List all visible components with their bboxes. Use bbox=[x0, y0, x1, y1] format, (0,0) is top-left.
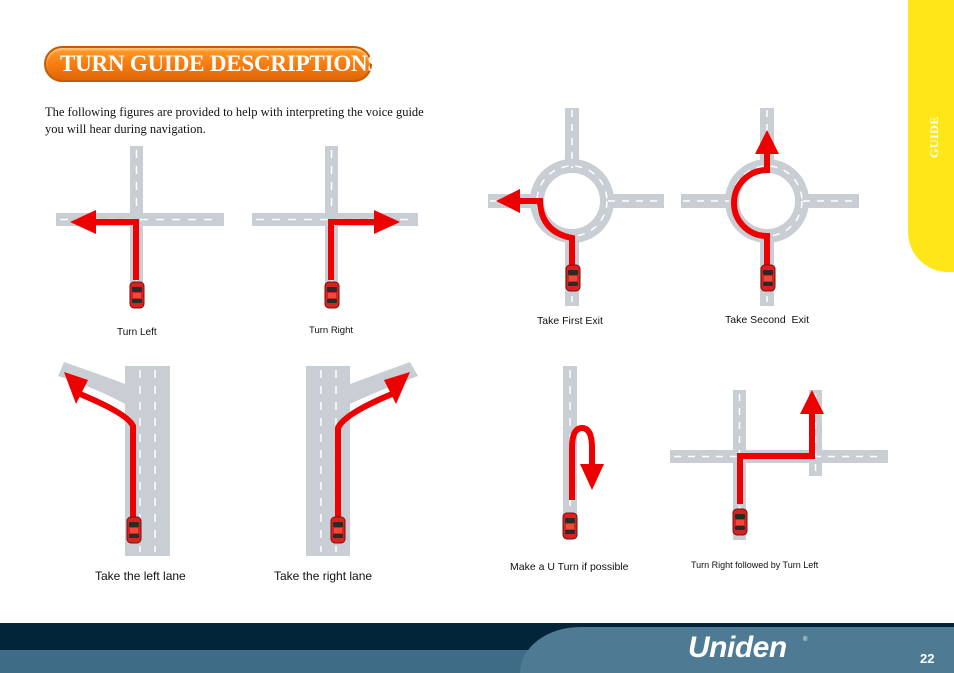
figure-take-right-lane bbox=[306, 362, 418, 556]
caption-u-turn: Make a U Turn if possible bbox=[510, 561, 629, 573]
figure-turn-left bbox=[56, 146, 224, 309]
figure-turn-right bbox=[252, 146, 418, 309]
caption-take-right-lane: Take the right lane bbox=[274, 569, 373, 583]
caption-take-first-exit: Take First Exit bbox=[537, 315, 603, 327]
page-number: 22 bbox=[920, 651, 935, 666]
figure-take-left-lane bbox=[58, 362, 170, 556]
intro-paragraph: The following figures are provided to he… bbox=[45, 105, 424, 136]
figure-turn-right-then-left bbox=[670, 390, 888, 540]
footer-strip bbox=[0, 650, 560, 673]
caption-turn-right: Turn Right bbox=[309, 325, 353, 336]
brand-logo: Uniden bbox=[688, 631, 787, 664]
page-title-banner: TURN GUIDE DESCRIPTIONS bbox=[44, 46, 380, 82]
figure-u-turn bbox=[562, 366, 604, 540]
page-title: TURN GUIDE DESCRIPTIONS bbox=[60, 51, 381, 76]
registered-mark: ® bbox=[803, 637, 808, 643]
section-tab bbox=[908, 0, 954, 272]
caption-take-second-exit: Take Second Exit bbox=[725, 314, 810, 326]
footer-curve-panel bbox=[520, 627, 954, 673]
caption-take-left-lane: Take the left lane bbox=[95, 569, 186, 583]
figure-take-second-exit bbox=[681, 108, 859, 306]
caption-turn-left: Turn Left bbox=[117, 327, 157, 338]
figure-take-first-exit bbox=[488, 108, 664, 306]
caption-turn-right-then-left: Turn Right followed by Turn Left bbox=[691, 560, 819, 570]
